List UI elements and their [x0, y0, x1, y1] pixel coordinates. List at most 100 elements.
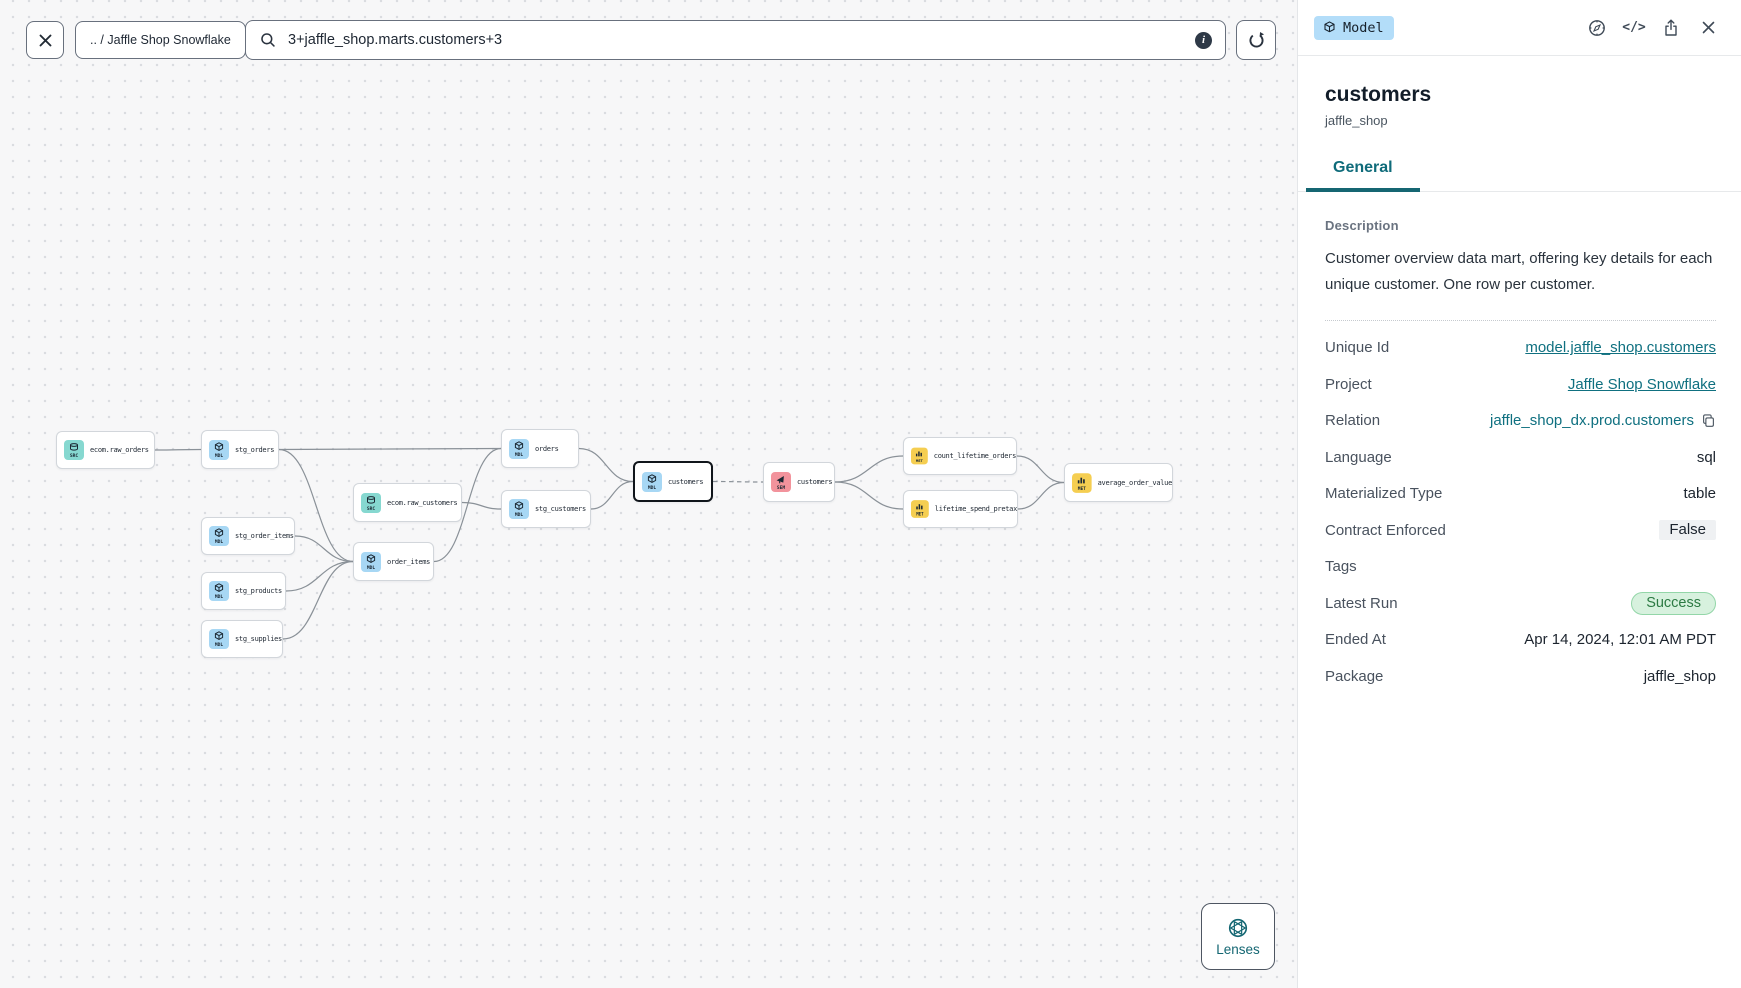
lineage-edge — [578, 447, 634, 483]
lineage-node-lifetime-spend-pretax[interactable]: MET lifetime_spend_pretax — [903, 490, 1018, 528]
node-label: average_order_value — [1097, 478, 1173, 487]
search-icon — [261, 33, 275, 47]
lineage-edge — [461, 501, 502, 510]
svg-text:MDL: MDL — [215, 642, 224, 648]
node-label: stg_order_items — [235, 532, 294, 540]
node-label: stg_customers — [535, 505, 586, 513]
lineage-node-stg-order-items[interactable]: MDL stg_order_items — [201, 517, 295, 555]
row-link-project[interactable]: Jaffle Shop Snowflake — [1567, 375, 1716, 393]
lineage-edge — [590, 480, 634, 510]
lineage-edge — [154, 448, 202, 451]
src-node-icon: SRC — [64, 440, 84, 460]
lineage-node-stg-products[interactable]: MDL stg_products — [201, 572, 286, 610]
lineage-node-count-lifetime-orders[interactable]: MET count_lifetime_orders — [903, 437, 1017, 475]
node-label: stg_products — [235, 587, 282, 595]
svg-text:SRC: SRC — [367, 506, 376, 512]
lineage-edge — [1017, 481, 1065, 510]
mdl-node-icon: MDL — [509, 499, 529, 519]
refresh-button[interactable] — [1236, 20, 1276, 60]
lineage-node-ecom-raw-customers[interactable]: SRC ecom.raw_customers — [353, 483, 462, 522]
mdl-node-icon: MDL — [509, 438, 529, 459]
row-label-latest-run: Latest Run — [1325, 594, 1398, 612]
row-label-contract-enforced: Contract Enforced — [1325, 521, 1446, 539]
node-label: count_lifetime_orders — [933, 452, 1017, 460]
row-value-ended-at: Apr 14, 2024, 12:01 AM PDT — [1524, 631, 1716, 649]
svg-text:MET: MET — [916, 511, 924, 516]
panel-header: Model </> — [1298, 0, 1741, 56]
description-text: Customer overview data mart, offering ke… — [1325, 250, 1713, 294]
mdl-node-icon: MDL — [209, 526, 229, 546]
row-label-ended-at: Ended At — [1325, 631, 1386, 649]
svg-text:MDL: MDL — [215, 453, 224, 459]
lineage-node-stg-orders[interactable]: MDL stg_orders — [201, 430, 279, 469]
cube-icon — [1324, 21, 1335, 33]
resource-type-badge: Model — [1314, 15, 1394, 40]
lineage-node-average-order-value[interactable]: MET average_order_value — [1064, 463, 1173, 502]
copy-icon — [1703, 414, 1714, 428]
view-code-button[interactable]: </> — [1622, 17, 1646, 39]
breadcrumb[interactable]: .. / Jaffle Shop Snowflake — [75, 21, 246, 59]
lineage-edge — [278, 447, 502, 451]
row-value-package: jaffle_shop — [1643, 667, 1716, 685]
compass-icon — [1589, 19, 1605, 36]
svg-text:MDL: MDL — [215, 594, 224, 600]
svg-text:SRC: SRC — [70, 453, 79, 459]
node-label: order_items — [387, 557, 431, 566]
row-value-language: sql — [1696, 448, 1716, 466]
svg-text:MET: MET — [916, 458, 924, 463]
refresh-icon — [1248, 31, 1264, 48]
latest-run-status-badge: Success — [1631, 591, 1716, 615]
row-link-unique-id[interactable]: model.jaffle_shop.customers — [1525, 339, 1716, 357]
tab-general[interactable]: General — [1306, 159, 1420, 193]
lenses-button[interactable]: Lenses — [1201, 903, 1275, 970]
row-label-relation: Relation — [1325, 412, 1381, 430]
mdl-node-icon: MDL — [209, 439, 229, 460]
search-box[interactable]: i — [245, 20, 1226, 60]
close-icon — [39, 34, 51, 46]
svg-text:SEM: SEM — [777, 485, 786, 491]
package-subtitle: jaffle_shop — [1325, 113, 1388, 129]
node-label: customers — [668, 477, 704, 486]
lenses-aperture-icon — [1228, 918, 1248, 937]
search-input[interactable] — [286, 31, 1186, 49]
svg-text:MDL: MDL — [515, 512, 524, 518]
node-label: stg_orders — [235, 445, 275, 454]
row-label-unique-id: Unique Id — [1325, 339, 1390, 357]
panel-content: Description Customer overview data mart,… — [1298, 192, 1741, 695]
node-label: ecom.raw_customers — [387, 498, 458, 507]
detail-row-ended-at: Ended At Apr 14, 2024, 12:01 AM PDT — [1325, 622, 1716, 659]
met-node-icon: MET — [1072, 472, 1092, 493]
code-icon: </> — [1622, 20, 1646, 35]
info-icon[interactable]: i — [1195, 31, 1212, 49]
panel-actions: </> — [1586, 17, 1719, 39]
resource-type-label: Model — [1343, 19, 1384, 36]
close-panel-button[interactable] — [1697, 17, 1719, 39]
row-label-package: Package — [1325, 667, 1384, 685]
sem-node-icon: SEM — [771, 472, 791, 492]
panel-tabs: General — [1298, 159, 1741, 193]
copy-button[interactable] — [1701, 413, 1716, 428]
close-lineage-button[interactable] — [26, 21, 64, 59]
explore-lineage-button[interactable] — [1586, 17, 1608, 39]
mdl-node-icon: MDL — [209, 581, 229, 601]
row-label-tags: Tags — [1325, 558, 1357, 576]
section-divider — [1325, 319, 1716, 321]
row-label-materialized-type: Materialized Type — [1325, 485, 1443, 503]
share-button[interactable] — [1660, 17, 1682, 39]
close-icon — [1702, 21, 1714, 34]
svg-text:MET: MET — [1078, 486, 1086, 492]
node-label: lifetime_spend_pretax — [934, 505, 1018, 513]
share-icon — [1665, 19, 1677, 36]
met-node-icon: MET — [911, 447, 928, 465]
lineage-node-stg-customers[interactable]: MDL stg_customers — [501, 490, 591, 528]
